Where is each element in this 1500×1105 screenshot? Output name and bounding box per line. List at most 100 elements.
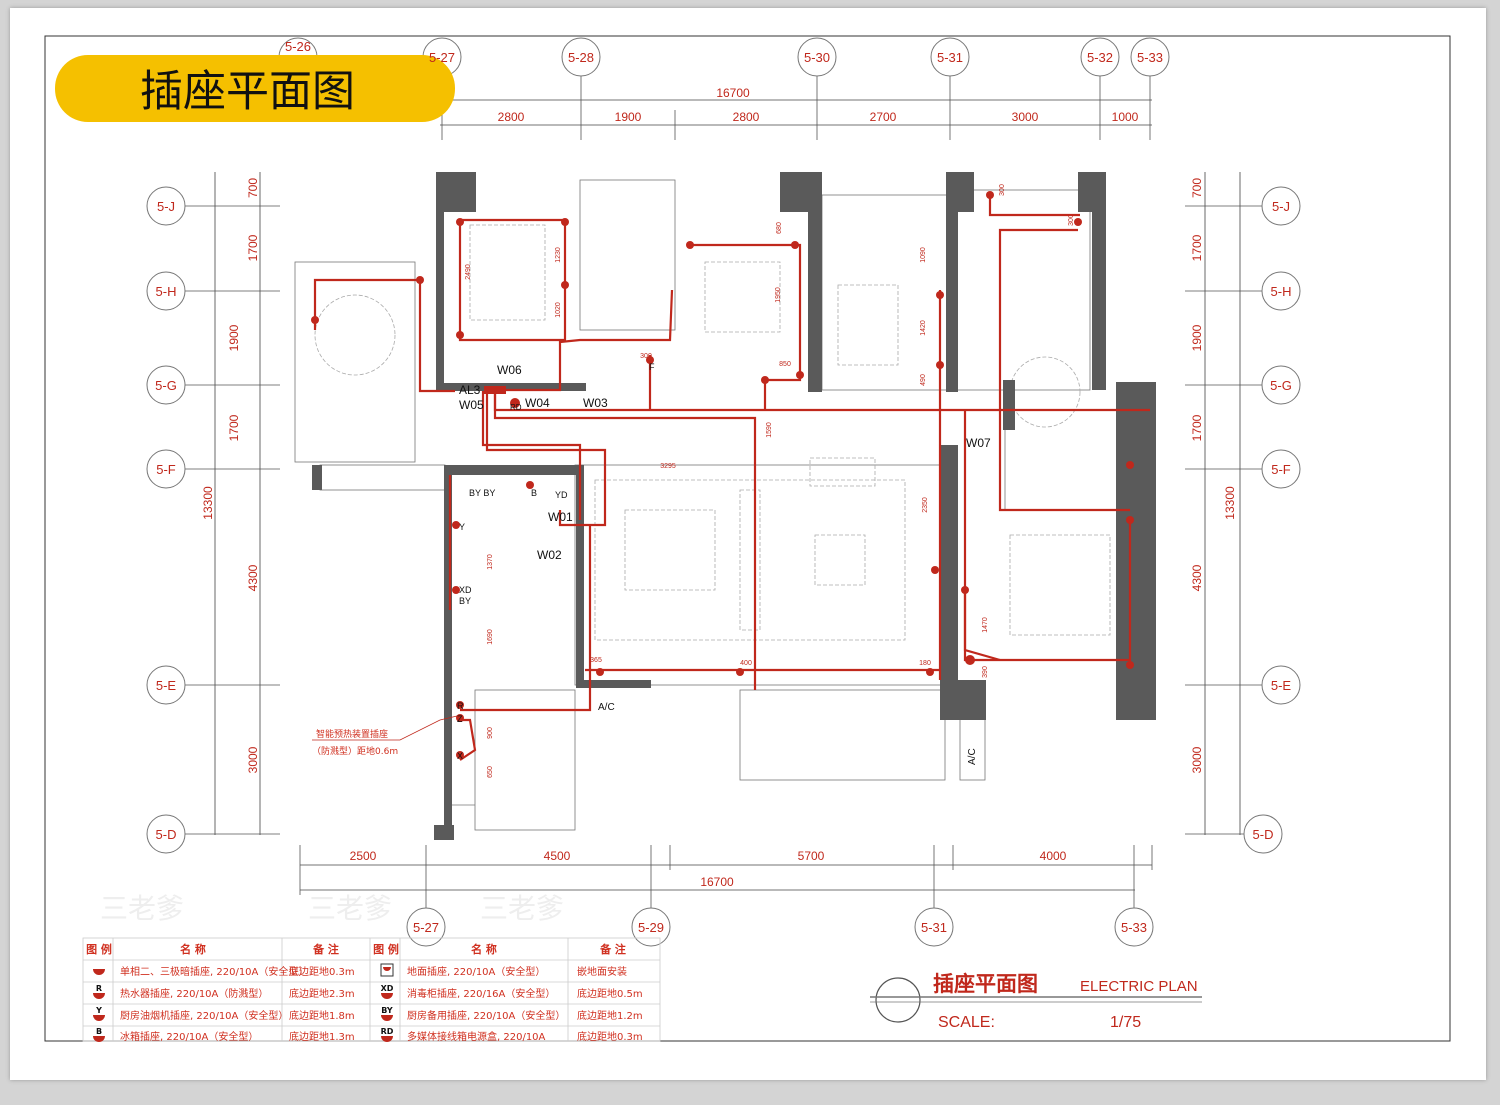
circuit-label-w05: W05 [459,398,484,412]
socket-label: BY [459,596,471,606]
title-en: ELECTRIC PLAN [1080,978,1198,995]
circuit-label-w01: W01 [548,510,573,524]
inner-dim: 1090 [920,247,927,263]
legend-symbol: R [96,984,102,993]
circuit-label-w03: W03 [583,396,608,410]
axis-label: 5-32 [1087,50,1113,65]
legend-symbol: BY [381,1006,393,1015]
axis-label: 5-J [157,199,175,214]
dim-total-right: 13300 [1223,486,1237,520]
dim-left: 4300 [246,564,260,591]
axis-label: 5-26 [285,39,311,54]
dim-right: 700 [1190,178,1204,198]
inner-dim: 1230 [555,247,562,263]
annotation-text: （防溅型）距地0.6m [312,745,398,757]
legend-header: 图 例 [373,942,399,956]
axis-label: 5-H [156,284,177,299]
axis-label: 5-33 [1137,50,1163,65]
legend-row: 单相二、三极暗插座, 220/10A（安全型） 底边距地0.3m 地面插座, 2… [93,963,627,978]
socket-label: Z [457,714,463,724]
legend-header: 图 例 [86,942,112,956]
ac-label: A/C [967,748,978,765]
legend-header: 名 称 [180,942,206,956]
legend-note: 底边距地0.3m [577,1030,643,1043]
title-cn: 插座平面图 [933,972,1038,996]
banner-title: 插座平面图 [140,67,355,117]
axis-label: 5-F [156,462,176,477]
socket-symbol-icon [93,1036,105,1042]
socket-label: X [457,751,463,761]
axis-label: 5-F [1271,462,1291,477]
socket-symbol-icon [381,993,393,999]
legend-name: 地面插座, 220/10A（安全型） [407,965,545,978]
legend-note: 底边距地1.2m [577,1009,643,1022]
legend-row: R 热水器插座, 220/10A（防溅型） 底边距地2.3m XD 消毒柜插座,… [93,984,643,1000]
circuit-label-w04: W04 [525,396,550,410]
axis-label: 5-H [1271,284,1292,299]
inner-dim: 680 [776,222,783,234]
dim-right: 4300 [1190,564,1204,591]
axis-label: 5-30 [804,50,830,65]
axis-label: 5-E [1271,678,1292,693]
axis-label: 5-G [155,378,177,393]
axis-label: 5-J [1272,199,1290,214]
legend-note: 底边距地2.3m [289,987,355,1000]
watermark: 三老爹 [100,892,184,925]
inner-dim: 180 [919,660,931,667]
dim-top: 2800 [733,110,760,124]
watermark: 三老爹 [480,892,564,925]
inner-dim: 1470 [982,617,989,633]
legend-note: 嵌地面安装 [577,965,627,978]
legend-header: 备 注 [599,942,626,956]
legend-note: 底边距地1.8m [289,1009,355,1022]
legend-note: 底边距地0.5m [577,987,643,1000]
dim-top: 2800 [498,110,525,124]
dim-bottom: 5700 [798,849,825,863]
inner-dim: 300 [1068,214,1075,226]
legend-name: 厨房油烟机插座, 220/10A（安全型） [120,1009,288,1022]
axis-label: 5-29 [638,920,664,935]
inner-dim: 300 [999,184,1006,196]
legend-symbol: RD [381,1027,394,1036]
scale-label: SCALE: [938,1014,995,1031]
axis-label: 5-D [156,827,177,842]
title-circle [875,977,921,1023]
legend-name: 冰箱插座, 220/10A（安全型） [120,1030,258,1043]
socket-label: Y [459,522,465,532]
dim-left: 3000 [246,746,260,773]
inner-dim: 365 [590,657,602,664]
dim-total-left: 13300 [201,486,215,520]
axis-label: 5-D [1253,827,1274,842]
dim-top: 3000 [1012,110,1039,124]
legend-row: Y 厨房油烟机插座, 220/10A（安全型） 底边距地1.8m BY 厨房备用… [93,1006,643,1022]
legend-row: B 冰箱插座, 220/10A（安全型） 底边距地1.3m RD 多媒体接线箱电… [93,1027,643,1043]
dim-right: 1900 [1190,324,1204,351]
dim-left: 1700 [246,234,260,261]
inner-dim: 2490 [465,264,472,280]
dim-total-top: 16700 [716,86,750,100]
inner-dim: 390 [982,666,989,678]
inner-dim: 650 [487,766,494,778]
inner-dim: 3295 [660,463,676,470]
watermark: 三老爹 [308,892,392,925]
socket-label: BY BY [469,488,495,498]
ac-label: A/C [598,702,615,713]
scale-value: 1/75 [1110,1014,1141,1031]
inner-dim: 850 [779,361,791,368]
distribution-box-al3 [484,386,506,394]
axis-label: 5-33 [1121,920,1147,935]
socket-symbol-icon [381,1015,393,1021]
socket-symbol-icon [381,1036,393,1042]
dim-total-bottom: 16700 [700,875,734,889]
inner-dim: 1020 [555,302,562,318]
annotation-leader [312,715,458,741]
socket-symbol-icon [93,1015,105,1021]
dim-left: 700 [246,178,260,198]
drawing-frame [44,35,1451,1042]
dim-bottom: 4000 [1040,849,1067,863]
legend-name: 多媒体接线箱电源盒, 220/10A [407,1030,546,1043]
dim-bottom: 4500 [544,849,571,863]
inner-dim: 1950 [775,287,782,303]
inner-dim: 1370 [487,554,494,570]
